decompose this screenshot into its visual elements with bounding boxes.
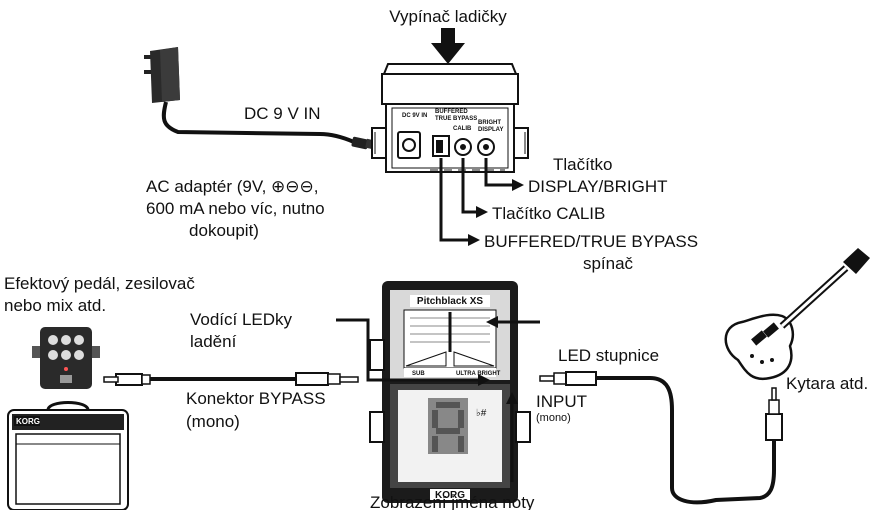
model-name: Pitchblack XS: [417, 296, 483, 307]
guide-leds-label-line1: Vodící LEDky: [190, 310, 293, 329]
effect-label-line1: Efektový pedál, zesilovač: [4, 274, 195, 293]
display-button-label-line2: DISPLAY/BRIGHT: [528, 177, 668, 196]
ac-adapter-line3: dokoupit): [189, 221, 259, 240]
amplifier: KORG: [7, 401, 129, 510]
device-buffered-label: BUFFERED: [435, 109, 468, 115]
device-dc-label: DC 9V IN: [402, 113, 427, 119]
tuner-switch-label: Vypínač ladičky: [389, 7, 507, 26]
leader-lines-top: [430, 158, 524, 246]
ac-adapter: [144, 47, 389, 153]
ac-adapter-line1: AC adaptér (9V, ⊕⊖⊖,: [146, 177, 319, 196]
amp-brand: KORG: [16, 417, 40, 426]
input-cable: [539, 371, 783, 505]
device-display-label: DISPLAY: [478, 127, 503, 133]
effect-label-line2: nebo mix atd.: [4, 296, 106, 315]
tuner-switch-arrow: [431, 28, 465, 64]
leader-lines-bottom: [336, 316, 540, 482]
tuner-side-view: DC 9V IN BUFFERED TRUE BYPASS CALIB BRIG…: [371, 63, 529, 173]
effect-pedal: [32, 327, 100, 389]
device-calib-label: CALIB: [453, 126, 472, 132]
ac-adapter-line2: 600 mA nebo víc, nutno: [146, 199, 325, 218]
bypass-connector-label-line1: Konektor BYPASS: [186, 389, 326, 408]
display-button-label-line1: Tlačítko: [553, 155, 613, 174]
dc-in-label: DC 9 V IN: [244, 104, 321, 123]
note-display-label: Zobrazení jména noty: [370, 493, 535, 510]
buffered-switch-label-line1: BUFFERED/TRUE BYPASS: [484, 232, 698, 251]
mode-right: ULTRA BRIGHT: [456, 371, 501, 377]
device-bright-label: BRIGHT: [478, 120, 501, 126]
device-truebypass-label: TRUE BYPASS: [435, 116, 477, 122]
bypass-connector-label-line2: (mono): [186, 412, 240, 431]
buffered-switch-label-line2: spínač: [583, 254, 634, 273]
flat-sharp-symbols: ♭#: [476, 408, 487, 419]
guitar: [724, 248, 870, 381]
led-scale-label: LED stupnice: [558, 346, 659, 365]
guide-leds-label-line2: ladění: [190, 332, 237, 351]
bypass-cable: [103, 372, 359, 386]
input-mono-label: (mono): [536, 412, 571, 424]
calib-button-label: Tlačítko CALIB: [492, 204, 605, 223]
device-brand: KORG: [435, 490, 465, 501]
tuner-front-view: Pitchblack XS SUB ULTRA BRIGHT ♭# KORG: [369, 281, 531, 503]
input-label: INPUT: [536, 392, 587, 411]
guitar-label: Kytara atd.: [786, 374, 868, 393]
mode-left: SUB: [412, 371, 425, 377]
